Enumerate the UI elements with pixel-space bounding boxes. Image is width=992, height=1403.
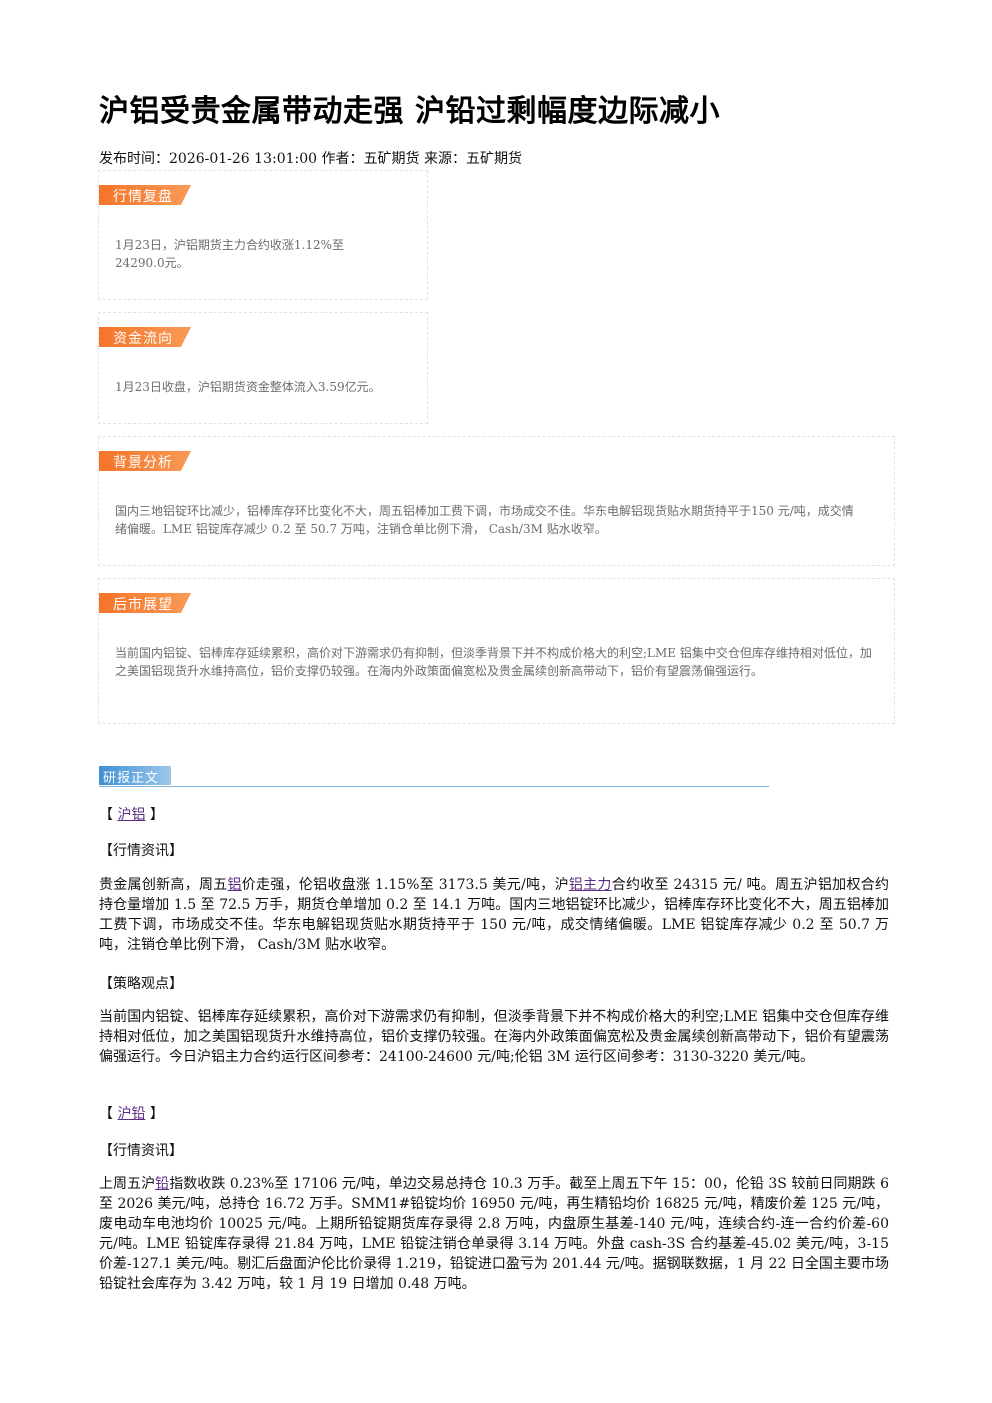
al-news-text-1: 贵金属创新高，周五 [99, 877, 228, 893]
article-meta: 发布时间：2026-01-26 13:01:00 作者：五矿期货 来源：五矿期货 [99, 151, 522, 167]
page-title: 沪铝受贵金属带动走强 沪铅过剩幅度边际减小 [99, 94, 720, 129]
capital-flow-tag-label: 资金流向 [113, 331, 173, 347]
background-text: 国内三地铝锭环比减少，铝棒库存环比变化不大，周五铝棒加工费下调，市场成交不佳。华… [115, 504, 854, 536]
al-main-contract-link[interactable]: 铝主力 [568, 877, 612, 893]
market-review-tag-label: 行情复盘 [113, 189, 173, 205]
capital-flow-tag: 资金流向 [99, 327, 191, 347]
background-tag: 背景分析 [99, 451, 191, 471]
capital-flow-text: 1月23日收盘，沪铝期货资金整体流入3.59亿元。 [115, 380, 381, 394]
pb-link[interactable]: 沪铅 [117, 1106, 146, 1122]
background-tag-label: 背景分析 [113, 455, 173, 471]
al-news-text-2: 价走强，伦铝收盘涨 1.15%至 3173.5 美元/吨，沪 [241, 877, 569, 893]
al-news-paragraph: 贵金属创新高，周五铝价走强，伦铝收盘涨 1.15%至 3173.5 美元/吨，沪… [99, 875, 889, 955]
al-strategy-paragraph: 当前国内铝锭、铝棒库存延续累积，高价对下游需求仍有抑制，但淡季背景下并不构成价格… [99, 1009, 889, 1065]
report-header-label: 研报正文 [103, 771, 160, 786]
bracket-close: 】 [149, 1106, 164, 1122]
pb-keyword-link[interactable]: 铅 [155, 1176, 170, 1192]
pb-news-text-2: 指数收跌 0.23%至 17106 元/吨，单边交易总持仓 10.3 万手。截至… [99, 1176, 890, 1292]
bracket-close: 】 [149, 807, 164, 823]
outlook-tag-label: 后市展望 [113, 597, 173, 613]
market-review-box: 行情复盘 1月23日，沪铝期货主力合约收涨1.12%至24290.0元。 [98, 170, 428, 300]
al-news-text-3: 合约收至 24315 元/ 吨。周五沪铝加权合约持仓量增加 1.5 至 72.5… [99, 877, 890, 953]
bracket-open: 【 [99, 807, 113, 823]
background-box: 背景分析 国内三地铝锭环比减少，铝棒库存环比变化不大，周五铝棒加工费下调，市场成… [98, 436, 895, 566]
market-review-tag: 行情复盘 [99, 185, 191, 205]
al-link[interactable]: 沪铝 [117, 807, 146, 823]
al-strategy-heading: 【策略观点】 [99, 976, 183, 992]
capital-flow-box: 资金流向 1月23日收盘，沪铝期货资金整体流入3.59亿元。 [98, 312, 428, 424]
pb-section-title: 【 沪铅 】 [99, 1103, 164, 1123]
pb-news-heading: 【行情资讯】 [99, 1143, 183, 1159]
pb-news-text-1: 上周五沪 [99, 1176, 156, 1192]
pb-news-paragraph: 上周五沪铅指数收跌 0.23%至 17106 元/吨，单边交易总持仓 10.3 … [99, 1174, 889, 1294]
al-section-title: 【 沪铝 】 [99, 804, 164, 824]
al-keyword-link[interactable]: 铝 [227, 877, 242, 893]
outlook-tag: 后市展望 [99, 593, 191, 613]
bracket-open: 【 [99, 1106, 113, 1122]
outlook-box: 后市展望 当前国内铝锭、铝棒库存延续累积，高价对下游需求仍有抑制，但淡季背景下并… [98, 578, 895, 724]
report-header-tag: 研报正文 [99, 766, 171, 786]
market-review-text: 1月23日，沪铝期货主力合约收涨1.12%至24290.0元。 [115, 238, 345, 270]
report-header: 研报正文 [99, 766, 769, 787]
al-news-heading: 【行情资讯】 [99, 843, 183, 859]
outlook-text: 当前国内铝锭、铝棒库存延续累积，高价对下游需求仍有抑制，但淡季背景下并不构成价格… [115, 646, 872, 678]
